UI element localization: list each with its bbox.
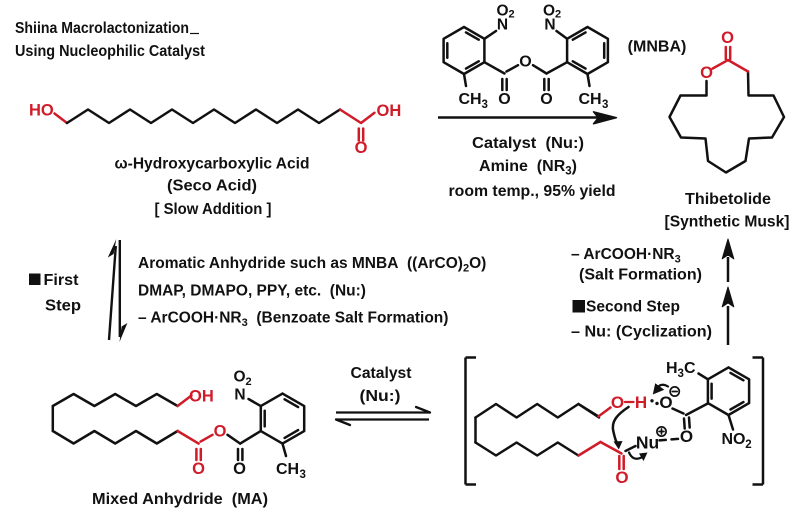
svg-text:2: 2 — [245, 376, 251, 388]
svg-text:CH: CH — [276, 461, 299, 478]
svg-text:2: 2 — [555, 9, 561, 21]
svg-text:3: 3 — [678, 368, 684, 380]
svg-text:NO: NO — [722, 431, 746, 448]
svg-text:O: O — [540, 91, 552, 108]
svg-text:Second Step: Second Step — [586, 299, 680, 316]
svg-text:O: O — [355, 139, 368, 157]
svg-text:DMAP, DMAPO, PPY, etc. (Nu:): DMAP, DMAPO, PPY, etc. (Nu:) — [138, 283, 366, 300]
svg-text:Step: Step — [45, 298, 81, 315]
svg-text:(Salt Formation): (Salt Formation) — [579, 267, 702, 284]
svg-text:O: O — [519, 54, 531, 71]
svg-text:Amine (NR3): Amine (NR3) — [479, 158, 577, 178]
svg-text:– ArCOOH·NR3: – ArCOOH·NR3 — [571, 246, 681, 266]
svg-text:O: O — [543, 3, 555, 20]
svg-text:O: O — [615, 468, 628, 487]
svg-text:3: 3 — [482, 99, 488, 111]
svg-text:H: H — [666, 360, 678, 377]
svg-text:Catalyst: Catalyst — [351, 365, 413, 382]
svg-text:ω-Hydroxycarboxylic Acid: ω-Hydroxycarboxylic Acid — [115, 156, 310, 173]
svg-text:O: O — [498, 91, 510, 108]
svg-text:– Nu: (Cyclization): – Nu: (Cyclization) — [571, 324, 712, 341]
svg-text:3: 3 — [300, 469, 306, 481]
svg-text:Nu: Nu — [636, 433, 659, 453]
svg-text:Shiina Macrolactonization: Shiina Macrolactonization — [15, 20, 189, 37]
svg-text:[Synthetic Musk]: [Synthetic Musk] — [665, 214, 790, 231]
svg-text:3: 3 — [602, 99, 608, 111]
svg-text:O: O — [214, 423, 227, 441]
svg-text:(Nu:): (Nu:) — [360, 388, 401, 405]
svg-text:O: O — [659, 393, 672, 412]
svg-text:room temp., 95% yield: room temp., 95% yield — [449, 183, 616, 200]
svg-text:O: O — [680, 427, 693, 446]
svg-text:(Seco Acid): (Seco Acid) — [167, 178, 257, 195]
svg-text:CH: CH — [579, 91, 602, 108]
svg-text:2: 2 — [745, 439, 751, 451]
svg-text:Thibetolide: Thibetolide — [685, 191, 771, 208]
svg-text:N: N — [234, 387, 245, 404]
svg-text:Using Nucleophilic Catalyst: Using Nucleophilic Catalyst — [15, 43, 205, 60]
svg-text:N: N — [497, 17, 508, 34]
svg-text:OH: OH — [189, 388, 214, 406]
svg-text:O: O — [496, 3, 508, 20]
svg-text:Mixed Anhydride (MA): Mixed Anhydride (MA) — [92, 491, 268, 508]
svg-text:C: C — [684, 360, 696, 377]
svg-text:O: O — [721, 29, 734, 47]
svg-text:OH: OH — [377, 102, 402, 120]
svg-text:O: O — [700, 64, 713, 82]
svg-text:HO: HO — [29, 102, 54, 120]
svg-text:O: O — [233, 460, 246, 478]
svg-text:H: H — [635, 393, 647, 412]
svg-text:CH: CH — [459, 91, 482, 108]
svg-text:2: 2 — [508, 9, 514, 21]
svg-text:Catalyst (Nu:): Catalyst (Nu:) — [472, 135, 584, 152]
svg-text:Aromatic Anhydride such as MNB: Aromatic Anhydride such as MNBA ((ArCO)2… — [138, 255, 486, 275]
svg-text:O: O — [192, 460, 205, 478]
svg-text:O: O — [233, 369, 245, 386]
svg-text:O: O — [611, 393, 624, 412]
svg-text:N: N — [544, 17, 555, 34]
svg-text:[ Slow Addition ]: [ Slow Addition ] — [155, 201, 272, 218]
svg-text:(MNBA): (MNBA) — [628, 39, 687, 56]
svg-text:– ArCOOH·NR3 (Benzoate Salt F: – ArCOOH·NR3 (Benzoate Salt Formation) — [138, 310, 448, 330]
svg-text:First: First — [44, 272, 79, 289]
